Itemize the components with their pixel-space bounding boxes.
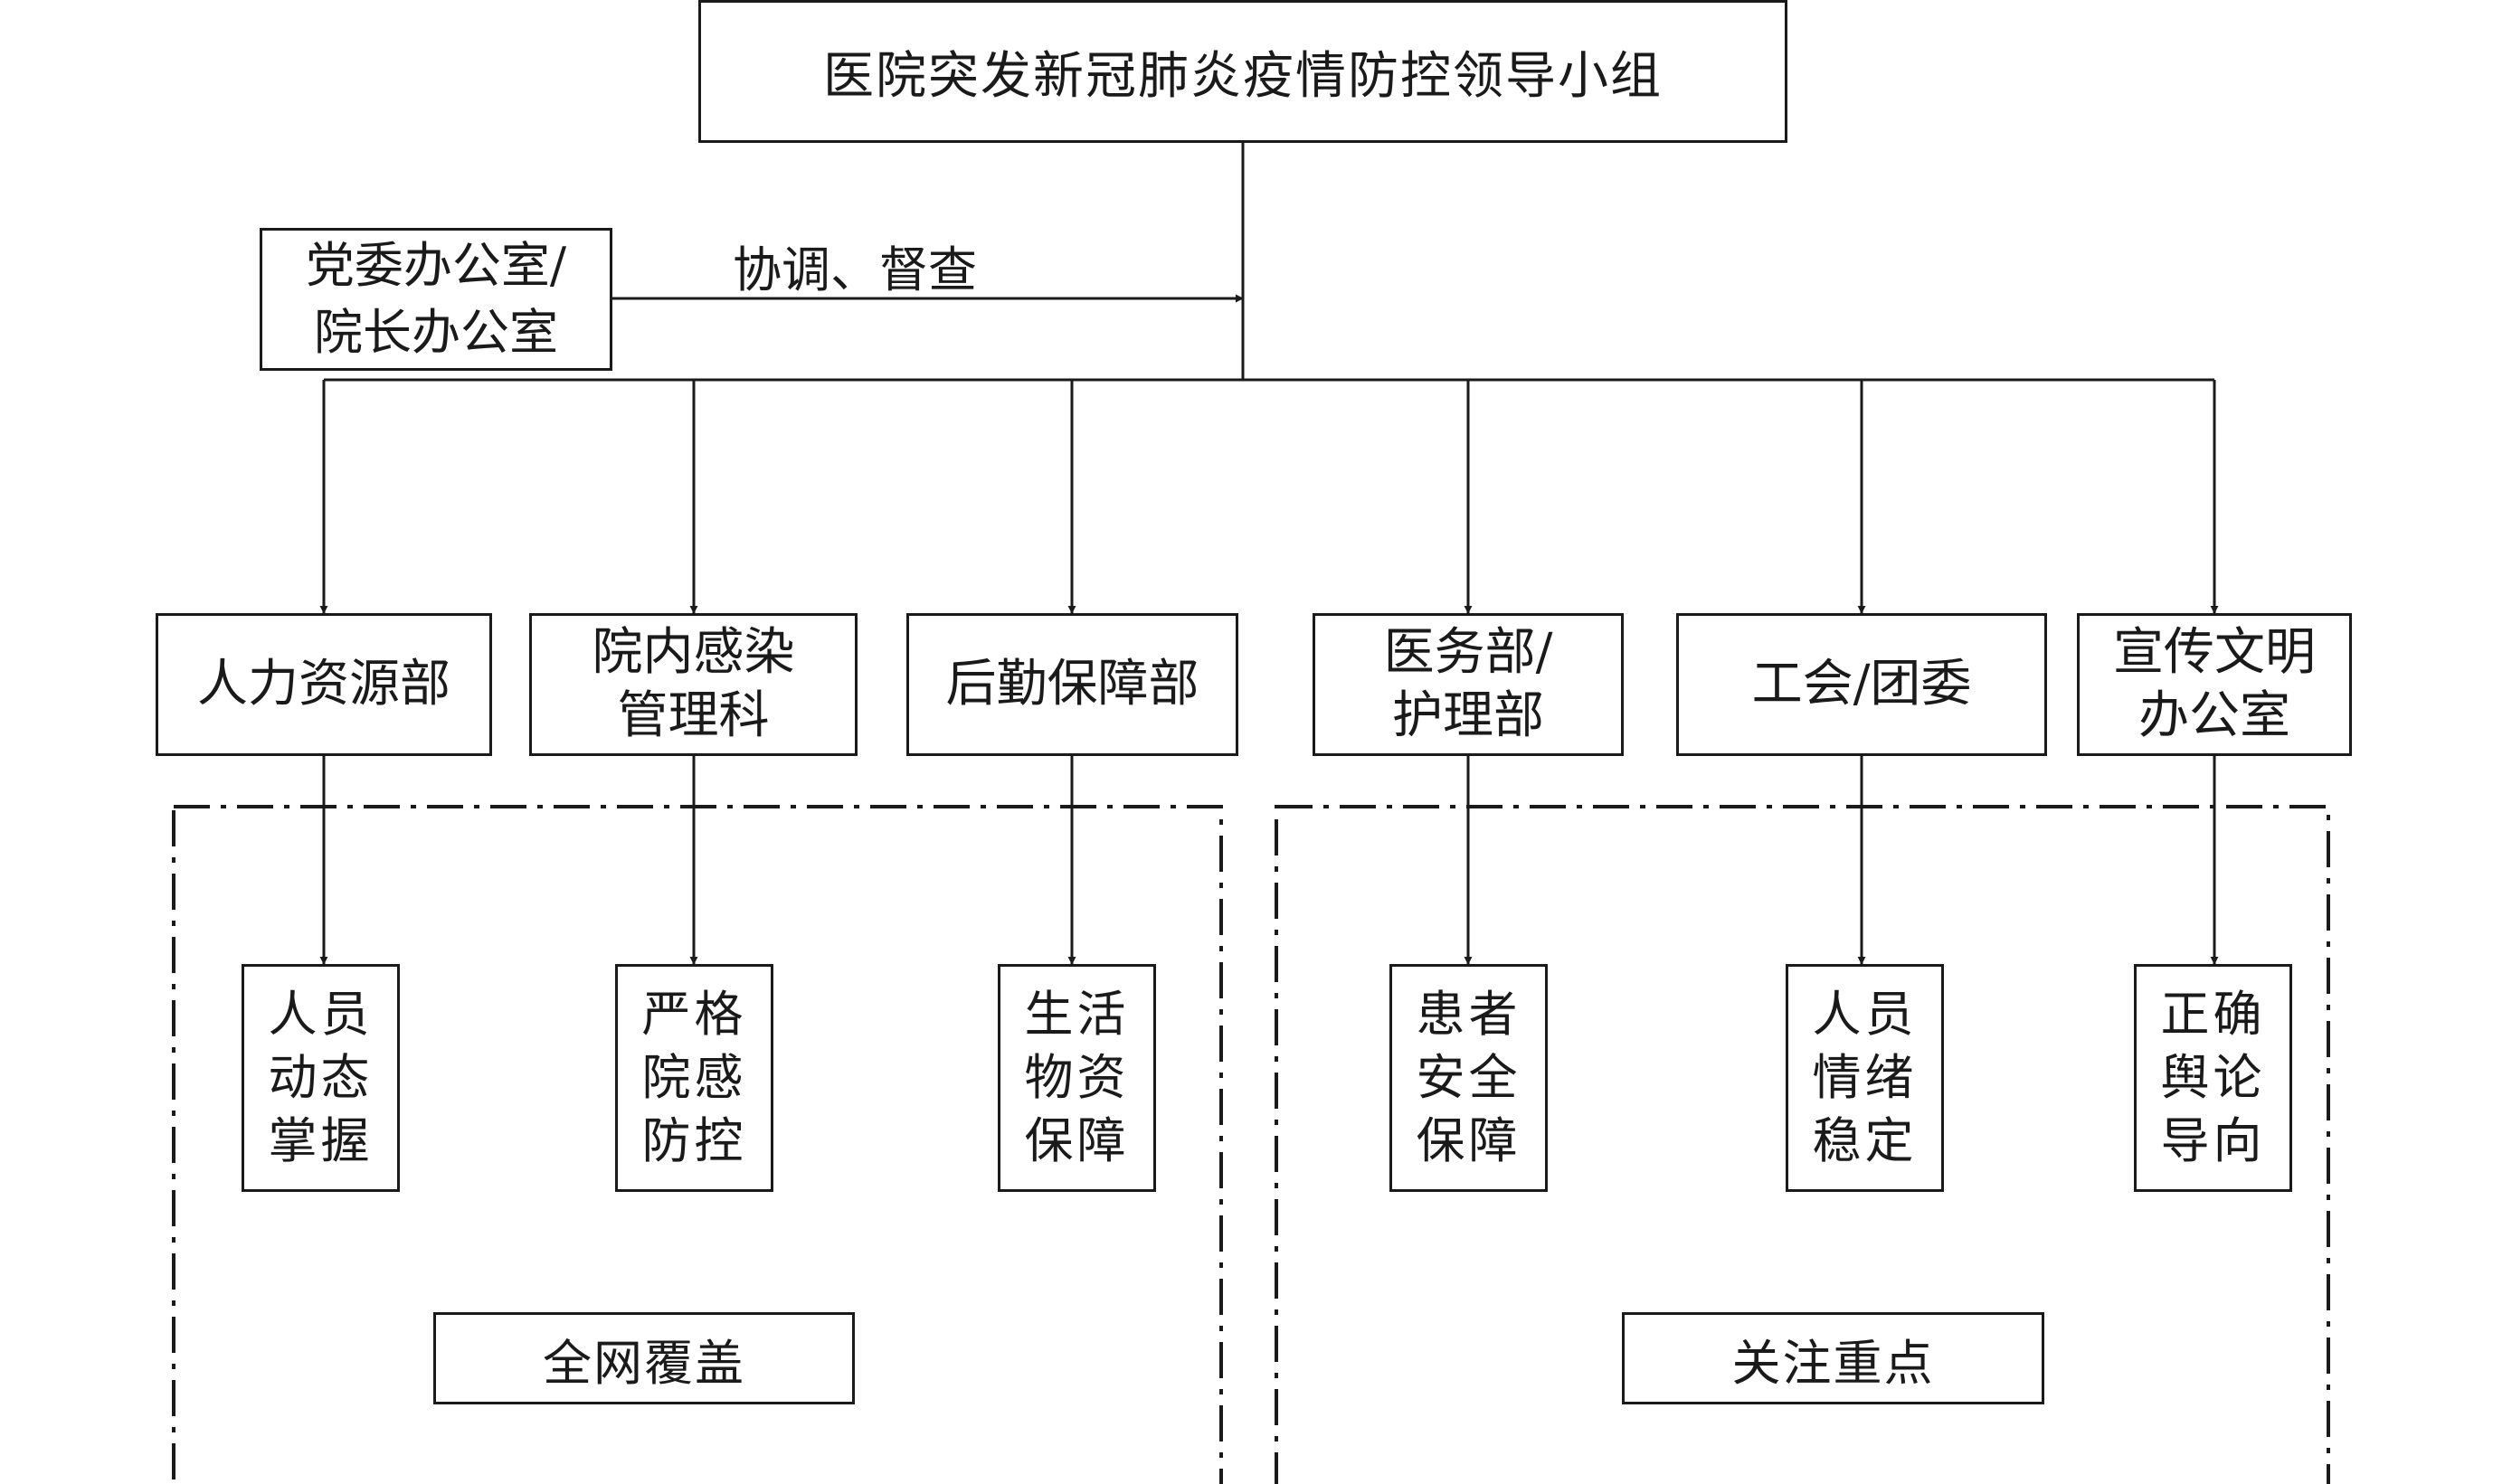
group-label-full-coverage: 全网覆盖 [433,1312,855,1404]
dept-box-logistics: 后勤保障部 [906,613,1238,756]
task-staff-tracking-line-3: 掌握 [268,1112,374,1169]
task-box-public-opinion: 正确 舆论 导向 [2134,964,2292,1192]
party-office-line-1: 党委办公室/ [305,237,567,294]
task-box-supplies: 生活 物资 保障 [998,964,1156,1192]
task-supplies-line-1: 生活 [1024,986,1130,1043]
dept-box-infection-control: 院内感染 管理科 [529,613,858,756]
task-public-opinion-line-3: 导向 [2160,1112,2266,1169]
task-public-opinion-line-1: 正确 [2160,986,2266,1043]
task-box-staff-tracking: 人员 动态 掌握 [242,964,400,1192]
coordination-label: 协调、督查 [733,241,977,298]
party-office-box: 党委办公室/ 院长办公室 [260,228,612,371]
leadership-group-title: 医院突发新冠肺炎疫情防控领导小组 [823,46,1663,106]
task-box-staff-morale: 人员 情绪 稳定 [1786,964,1944,1192]
task-public-opinion-line-2: 舆论 [2160,1049,2266,1106]
group-label-focus: 关注重点 [1622,1312,2044,1404]
group-focus-text: 关注重点 [1731,1334,1935,1392]
task-infection-line-2: 院感 [641,1049,747,1106]
dept-publicity-line-2: 办公室 [2138,686,2290,745]
dept-box-hr: 人力资源部 [156,613,492,756]
dashed-group-frame-right [1275,805,2330,1484]
dept-union-label: 工会/团委 [1751,655,1972,714]
task-box-infection-prevention: 严格 院感 防控 [615,964,773,1192]
task-staff-morale-line-1: 人员 [1812,986,1918,1043]
dept-infection-line-2: 管理科 [617,686,770,745]
task-staff-tracking-line-2: 动态 [268,1049,374,1106]
dept-infection-line-1: 院内感染 [592,623,795,682]
dept-box-publicity: 宣传文明 办公室 [2077,613,2352,756]
task-staff-tracking-line-1: 人员 [268,986,374,1043]
group-full-coverage-text: 全网覆盖 [543,1334,745,1392]
party-office-line-2: 院长办公室 [314,304,558,361]
task-patient-safety-line-3: 保障 [1416,1112,1521,1169]
dept-hr-label: 人力资源部 [197,655,450,714]
task-supplies-line-3: 保障 [1024,1112,1130,1169]
task-staff-morale-line-3: 稳定 [1812,1112,1918,1169]
dashed-group-frame-left [172,805,1223,1484]
task-infection-line-1: 严格 [641,986,747,1043]
task-supplies-line-2: 物资 [1024,1049,1130,1106]
dept-box-union: 工会/团委 [1676,613,2047,756]
task-infection-line-3: 防控 [641,1112,747,1169]
task-patient-safety-line-1: 患者 [1416,986,1521,1043]
task-box-patient-safety: 患者 安全 保障 [1389,964,1548,1192]
dept-box-medical-nursing: 医务部/ 护理部 [1313,613,1624,756]
dept-publicity-line-1: 宣传文明 [2113,623,2316,682]
dept-logistics-label: 后勤保障部 [945,655,1199,714]
leadership-group-box: 医院突发新冠肺炎疫情防控领导小组 [698,0,1787,143]
task-patient-safety-line-2: 安全 [1416,1049,1521,1106]
dept-medical-line-1: 医务部/ [1383,623,1553,682]
task-staff-morale-line-2: 情绪 [1812,1049,1918,1106]
dept-medical-line-2: 护理部 [1392,686,1544,745]
